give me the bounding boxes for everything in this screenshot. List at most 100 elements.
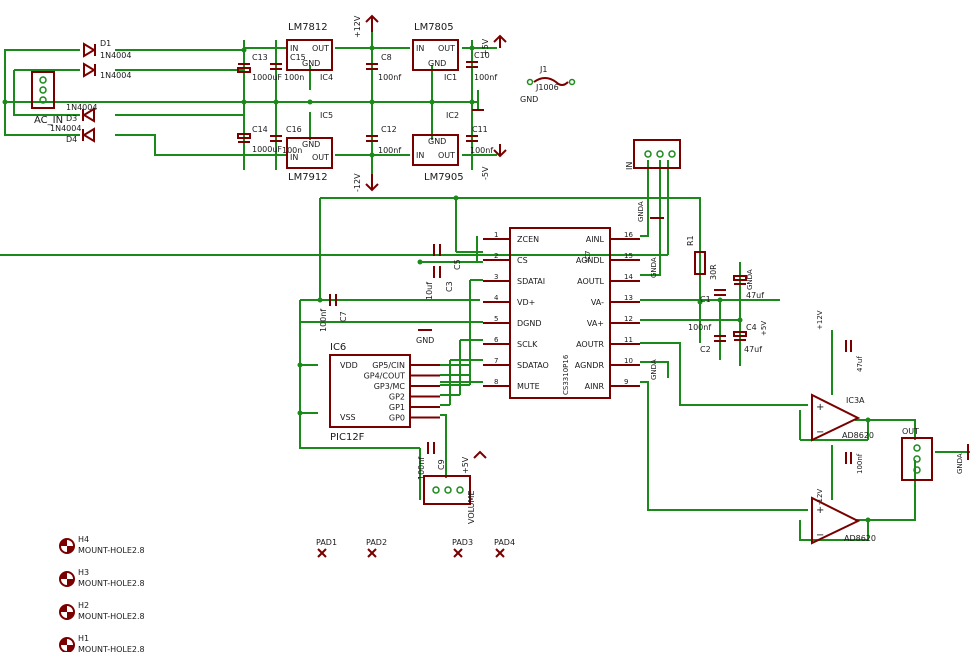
ic7-pin-vd+: VD+ xyxy=(517,298,535,307)
cap-c14: C14 1000uF xyxy=(237,125,282,154)
pic-pin-gp2: GP2 xyxy=(389,393,405,402)
opamp-12v: +12V xyxy=(816,310,824,330)
ic7-pin-ainr: AINR xyxy=(585,382,605,391)
lm7905-gnd: GND xyxy=(428,137,446,146)
ic4-label: IC4 xyxy=(320,73,333,82)
ic7-pin-agndr: AGNDR xyxy=(575,361,605,370)
rail-minus5v: -5V xyxy=(481,144,507,180)
c13-label: C13 xyxy=(252,53,268,62)
ac-in-connector: AC_IN xyxy=(31,71,63,126)
c12-value: 100nf xyxy=(378,146,401,155)
c11-label: C11 xyxy=(472,125,488,134)
ic7-pin-aoutr: AOUTR xyxy=(576,340,604,349)
minus12v-label: -12V xyxy=(353,173,362,192)
opamp-ic3a: + − IC3A AD8620 xyxy=(811,393,874,442)
in-connector: IN xyxy=(625,139,681,170)
in-connector-label: IN xyxy=(625,162,634,170)
hole-label: H1 xyxy=(78,634,89,643)
ic7-pinnum: 13 xyxy=(624,294,633,302)
opamp-neg12v: -12V xyxy=(816,489,824,505)
c5-label: C5 xyxy=(453,259,462,270)
cap-c8: C8 100nf xyxy=(366,53,401,82)
cap-c15: C15 100n xyxy=(270,53,306,82)
ic3a-minus: − xyxy=(816,427,824,438)
lm7912-gnd: GND xyxy=(302,140,320,149)
gnda-analog: GNDA +5V GNDA GNDA xyxy=(650,257,768,380)
ic7-pin-va: VA+ xyxy=(587,319,604,328)
ic7-pinnum: 6 xyxy=(494,336,499,344)
pic-vdd: VDD xyxy=(340,361,358,370)
ic3a-part: AD8620 xyxy=(842,431,874,440)
ic3a-plus: + xyxy=(816,402,824,413)
pic-pin-gp1: GP1 xyxy=(389,403,405,412)
lm7812-label: LM7812 xyxy=(288,22,328,33)
ic7-pin-ainl: AINL xyxy=(586,235,605,244)
resistor-r1: 30R R1 xyxy=(686,235,718,280)
cap-c7: C7 100nf xyxy=(319,294,348,332)
pad-label: PAD3 xyxy=(452,538,473,547)
jumper-j1: J1 J1006 GND xyxy=(520,65,576,104)
volume-5v: +5V xyxy=(461,456,470,474)
ic6-part: PIC12F xyxy=(330,432,365,443)
cap-c10: C10 100nf xyxy=(466,51,497,82)
regulator-lm7912: GND IN OUT LM7912 IC5 xyxy=(286,111,333,183)
lm7805-in: IN xyxy=(416,44,424,53)
regulator-lm7812: IN OUT GND LM7812 IC4 xyxy=(286,22,333,82)
pic-pin-gp4cout: GP4/COUT xyxy=(364,372,406,381)
ic7-pinnum: 9 xyxy=(624,378,628,386)
gnda-agndl: GNDA xyxy=(650,257,658,278)
ic7-pinnum: 16 xyxy=(624,231,633,239)
c13-value: 1000uF xyxy=(252,73,282,82)
c4-value-top: 47uf xyxy=(746,291,764,300)
rail-plus12v: +12V xyxy=(353,14,379,38)
ic7-pin-sdatao: SDATAO xyxy=(517,361,549,370)
diode-d3: 1N4004 D3 xyxy=(66,103,97,123)
gnd-ic6: GND xyxy=(416,329,434,345)
d3-label: D3 xyxy=(66,114,77,123)
c14-label: C14 xyxy=(252,125,268,134)
c2-label: C2 xyxy=(700,345,711,354)
ic7-pinnum: 10 xyxy=(624,357,633,365)
out-connector: OUT GNDA xyxy=(901,427,969,481)
ic7-pin-dgnd: DGND xyxy=(517,319,542,328)
cap-c16: C16 100n xyxy=(270,125,302,155)
ic7-pin-mute: MUTE xyxy=(517,382,540,391)
j1-value: J1006 xyxy=(535,83,559,92)
gnda-analog-label: GNDA xyxy=(746,269,754,290)
ic7-pin-sclk: SCLK xyxy=(517,340,538,349)
ic3b-plus: + xyxy=(816,505,824,516)
ic3b-minus: − xyxy=(816,530,824,541)
d2-value: 1N4004 xyxy=(100,71,131,80)
c8-value: 100nf xyxy=(378,73,401,82)
j1-label: J1 xyxy=(539,65,547,74)
hole-label: H3 xyxy=(78,568,89,577)
c1-label: C1 xyxy=(700,295,711,304)
ic1-label: IC1 xyxy=(444,73,457,82)
gnda-in: GNDA xyxy=(637,201,664,222)
cap-c11: C11 100nf xyxy=(466,125,493,155)
ic7-pin-zcen: ZCEN xyxy=(517,235,539,244)
cap-c13: C13 1000uF xyxy=(237,53,282,82)
d4-label: D4 xyxy=(66,135,77,144)
ic7-label: IC7 xyxy=(584,251,592,262)
c7-label: C7 xyxy=(339,311,348,322)
c11-value: 100nf xyxy=(470,146,493,155)
ic7-pin-va: VA- xyxy=(591,298,604,307)
hole-part: MOUNT-HOLE2.8 xyxy=(78,612,145,621)
diode-d4: 1N4004 D4 xyxy=(50,124,95,144)
c12-label: C12 xyxy=(381,125,397,134)
cap-c9: C9 100nf xyxy=(417,442,446,480)
d1-value: 1N4004 xyxy=(100,51,131,60)
regulator-lm7905: GND IN OUT LM7905 IC2 xyxy=(412,111,464,183)
opamp-ic3b: + − AD8620 xyxy=(811,496,876,545)
pad-label: PAD2 xyxy=(366,538,387,547)
diode-d1: D1 1N4004 xyxy=(83,39,131,60)
d3-value: 1N4004 xyxy=(66,103,97,112)
hole-label: H2 xyxy=(78,601,89,610)
lm7805-gnd: GND xyxy=(428,59,446,68)
ac-in-label: AC_IN xyxy=(34,115,63,126)
gnda-agndr: GNDA xyxy=(650,359,658,380)
c7-value: 100nf xyxy=(319,309,328,332)
